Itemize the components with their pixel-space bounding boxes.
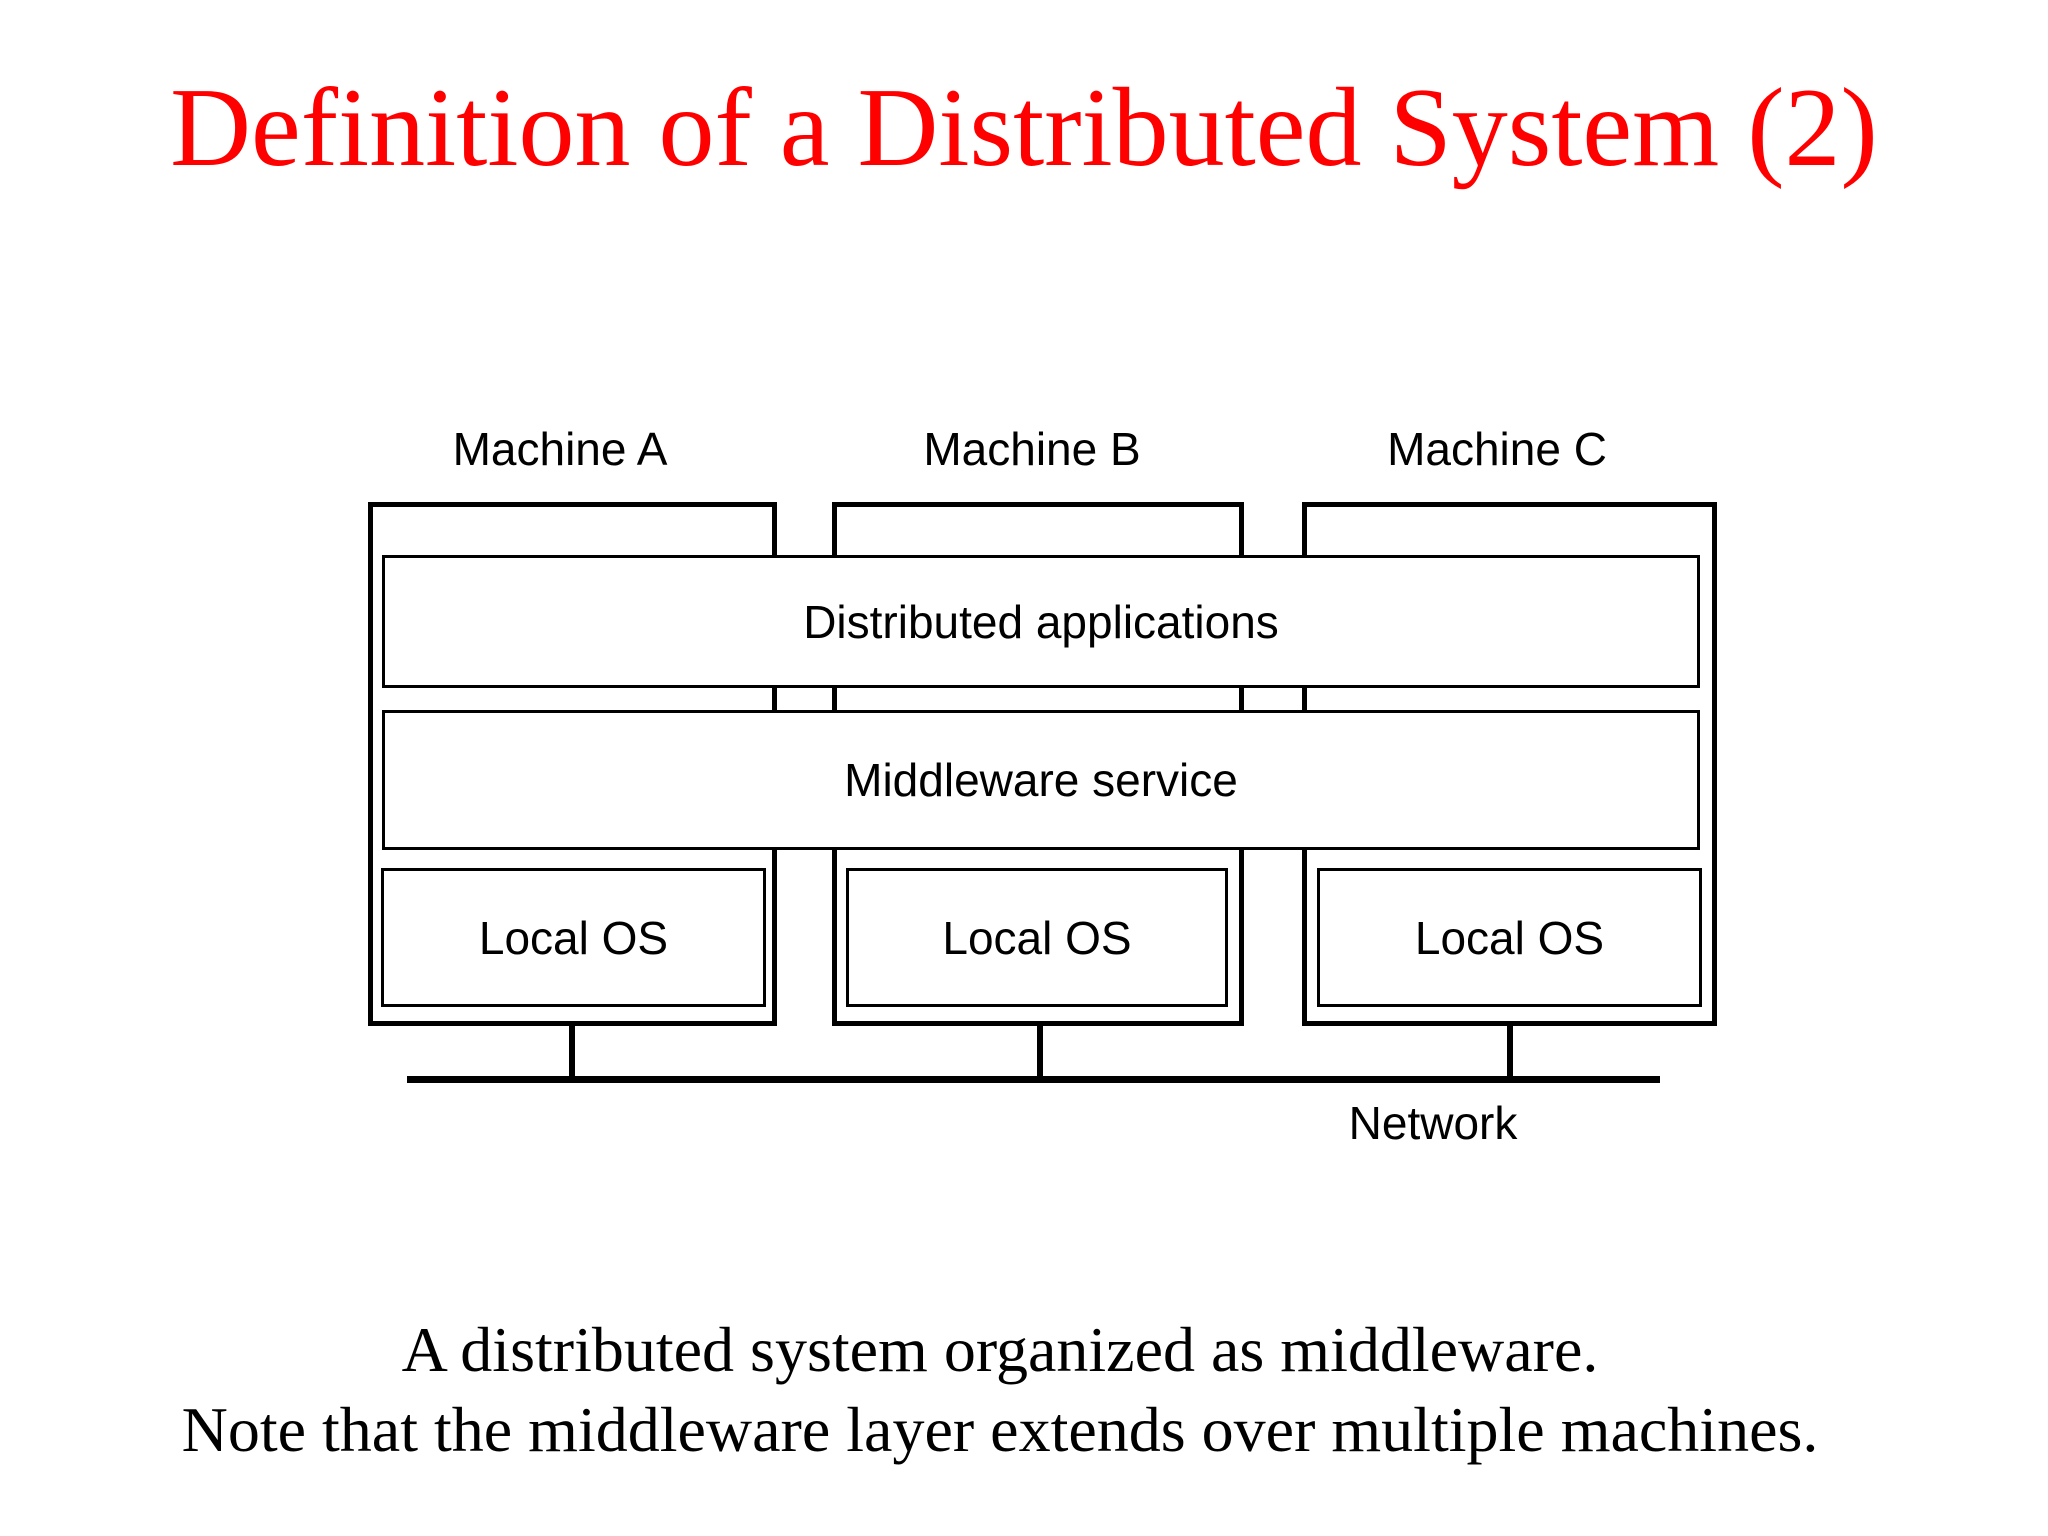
network-label: Network xyxy=(1348,1097,1518,1149)
machine-a-label: Machine A xyxy=(452,423,668,475)
local-os-c-label: Local OS xyxy=(1414,911,1605,964)
slide-title: Definition of a Distributed System (2) xyxy=(170,66,1878,190)
network-connector-a xyxy=(569,1026,575,1078)
network-connector-b xyxy=(1037,1026,1043,1078)
caption-line-2: Note that the middleware layer extends o… xyxy=(181,1394,1819,1465)
caption: A distributed system organized as middle… xyxy=(0,1310,2000,1470)
network-connector-c xyxy=(1507,1026,1513,1078)
local-os-a-label: Local OS xyxy=(478,911,669,964)
network-bus-line xyxy=(407,1076,1660,1083)
layer-distributed-applications-label: Distributed applications xyxy=(803,595,1279,648)
local-os-a-box: Local OS xyxy=(381,868,766,1007)
machine-b-label: Machine B xyxy=(923,423,1141,475)
local-os-c-box: Local OS xyxy=(1317,868,1702,1007)
layer-middleware-service-label: Middleware service xyxy=(844,754,1238,806)
machine-c-label: Machine C xyxy=(1387,423,1607,475)
local-os-b-box: Local OS xyxy=(846,868,1228,1007)
caption-line-1: A distributed system organized as middle… xyxy=(401,1314,1599,1385)
layer-distributed-applications-box: Distributed applications xyxy=(382,555,1700,688)
layer-middleware-service-box: Middleware service xyxy=(382,710,1700,850)
local-os-b-label: Local OS xyxy=(942,911,1132,964)
